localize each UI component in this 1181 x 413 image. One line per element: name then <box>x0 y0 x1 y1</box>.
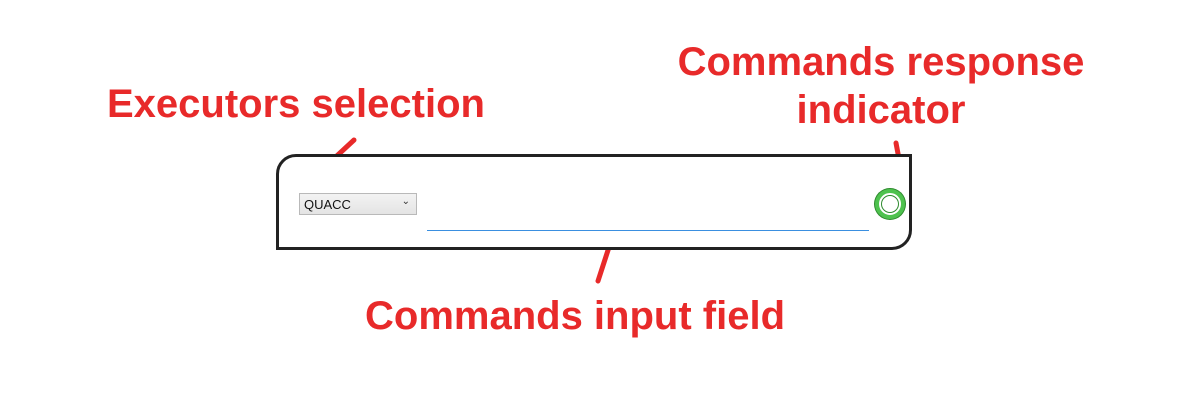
commands-response-callout: Commands response indicator <box>652 38 1110 134</box>
commands-response-callout-line1: Commands response <box>677 40 1085 84</box>
executors-selection-callout: Executors selection <box>107 82 485 126</box>
commands-response-callout-line2: indicator <box>796 88 966 132</box>
response-indicator-icon <box>875 189 905 219</box>
executor-select-value: QUACC <box>304 197 351 212</box>
commands-input-field[interactable] <box>427 187 869 231</box>
executor-select[interactable]: QUACC ⌄ <box>299 193 417 215</box>
command-bar-panel: QUACC ⌄ <box>276 154 912 250</box>
chevron-down-icon: ⌄ <box>401 196 410 207</box>
commands-input-callout: Commands input field <box>365 294 785 338</box>
